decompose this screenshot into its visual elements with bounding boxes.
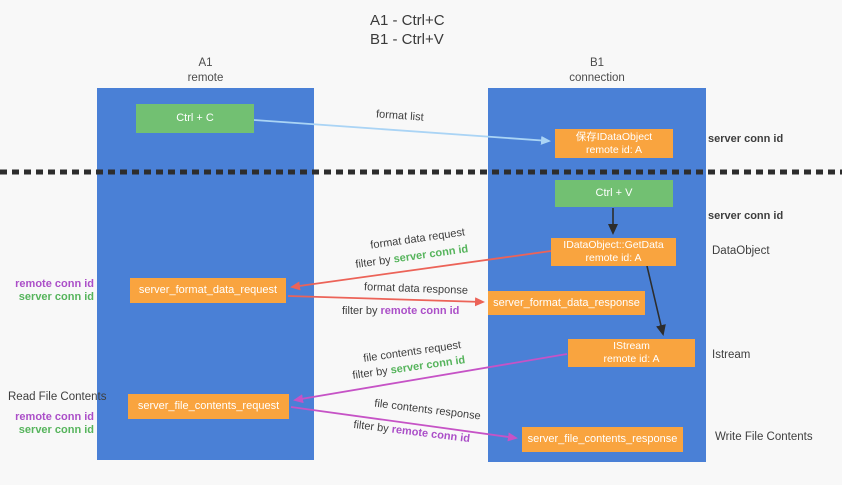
column-b1-role: connection xyxy=(569,72,625,84)
label-filter-by-remote-conn-id-2: filter by remote conn id xyxy=(353,419,471,445)
node-save-idataobject: 保存IDataObject remote id: A xyxy=(555,129,673,158)
label-format-data-response: format data response xyxy=(363,281,469,297)
node-format-request-label: server_format_data_request xyxy=(138,284,278,296)
arrow-format-data-response xyxy=(287,295,485,307)
node-save-idataobject-remote-id: remote id: A xyxy=(585,143,643,156)
node-file-request-label: server_file_contents_request xyxy=(137,400,280,412)
node-save-idataobject-title: 保存IDataObject xyxy=(575,130,653,143)
remote-conn-id-text: remote conn id xyxy=(380,305,460,317)
node-file-response-label: server_file_contents_response xyxy=(527,433,678,445)
column-a1-role: remote xyxy=(187,72,224,84)
label-filter-by-remote-conn-id-1: filter by remote conn id xyxy=(342,305,459,317)
column-a1-name: A1 xyxy=(198,57,213,69)
label-conn-ids-left-format: remote conn id server conn id xyxy=(14,278,94,304)
label-format-list: format list xyxy=(375,108,425,124)
label-conn-ids-left-file: remote conn id server conn id xyxy=(14,411,94,437)
filter-by-prefix: filter by xyxy=(352,418,390,436)
node-istream: IStream remote id: A xyxy=(568,339,695,367)
server-conn-id-text: server conn id xyxy=(18,424,94,436)
node-server-format-data-response: server_format_data_response xyxy=(488,291,645,315)
column-b1-name: B1 xyxy=(589,57,605,69)
node-getdata-title: IDataObject::GetData xyxy=(563,239,664,251)
label-file-contents-response: file contents response xyxy=(373,397,482,423)
title-line-paste: B1 - Ctrl+V xyxy=(370,31,444,48)
node-istream-remote-id: remote id: A xyxy=(603,353,660,365)
node-idataobject-getdata: IDataObject::GetData remote id: A xyxy=(551,238,676,266)
node-server-file-contents-request: server_file_contents_request xyxy=(128,394,289,419)
remote-conn-id-text: remote conn id xyxy=(390,423,471,446)
node-istream-title: IStream xyxy=(613,340,650,352)
node-ctrl-c: Ctrl + C xyxy=(136,104,254,133)
filter-by-prefix: filter by xyxy=(351,365,389,382)
title-line-copy: A1 - Ctrl+C xyxy=(370,12,445,29)
remote-conn-id-text: remote conn id xyxy=(15,278,94,290)
label-read-file-contents: Read File Contents xyxy=(8,391,107,403)
label-server-conn-id-top-right: server conn id xyxy=(708,133,784,145)
label-write-file-contents: Write File Contents xyxy=(715,431,813,443)
column-header-b1: B1 connection xyxy=(488,56,706,86)
node-format-response-label: server_format_data_response xyxy=(493,296,640,309)
diagram-title: A1 - Ctrl+C B1 - Ctrl+V xyxy=(370,11,445,49)
node-server-file-contents-response: server_file_contents_response xyxy=(522,427,683,452)
server-conn-id-text: server conn id xyxy=(18,291,94,303)
label-server-conn-id-mid-right: server conn id xyxy=(708,210,784,222)
node-server-format-data-request: server_format_data_request xyxy=(130,278,286,303)
node-ctrl-c-label: Ctrl + C xyxy=(176,112,214,124)
filter-by-prefix: filter by xyxy=(342,305,378,317)
label-dataobject: DataObject xyxy=(712,245,770,257)
node-getdata-remote-id: remote id: A xyxy=(585,252,642,264)
node-ctrl-v: Ctrl + V xyxy=(555,180,673,207)
column-header-a1: A1 remote xyxy=(97,56,314,86)
remote-conn-id-text: remote conn id xyxy=(15,411,94,423)
node-ctrl-v-label: Ctrl + V xyxy=(595,187,633,199)
label-istream: Istream xyxy=(712,349,751,361)
filter-by-prefix: filter by xyxy=(354,254,392,271)
